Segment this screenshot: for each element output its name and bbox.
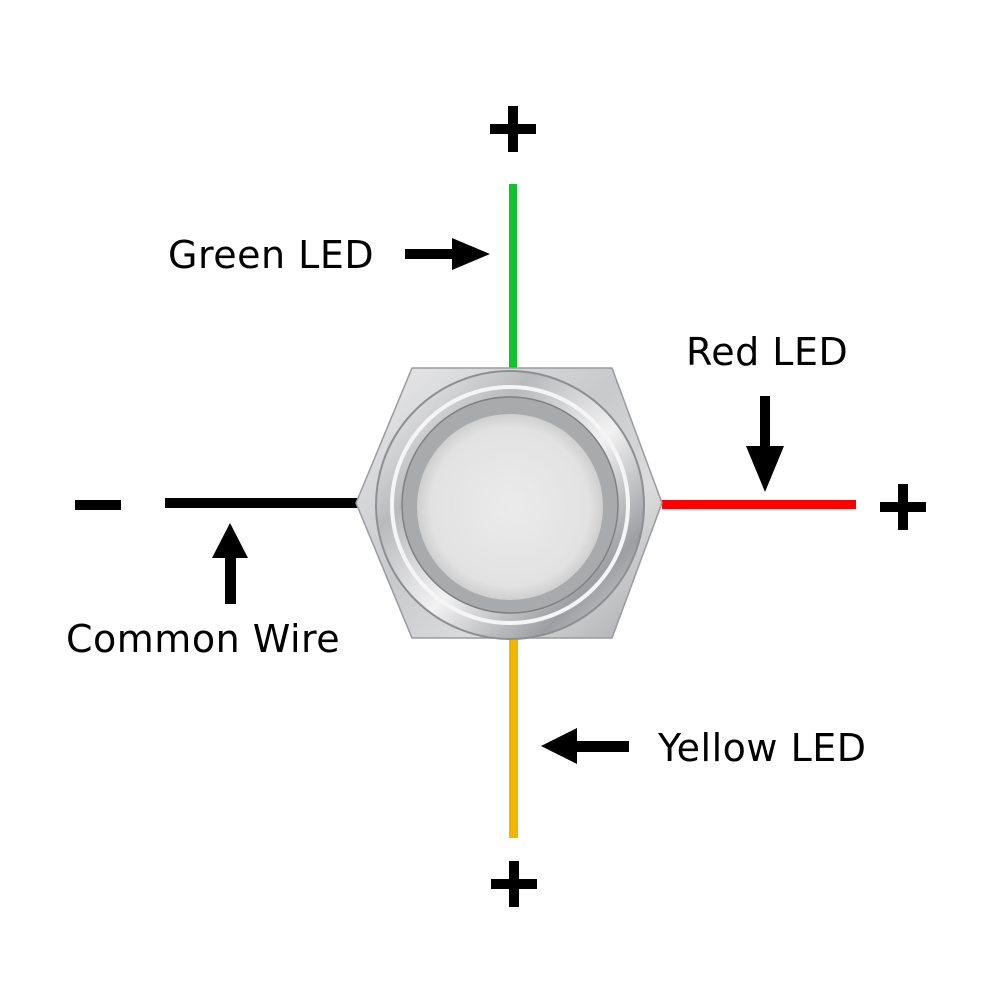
led-lens	[417, 414, 603, 600]
led-push-button	[355, 367, 663, 640]
arrow-right-icon	[405, 238, 490, 270]
arrow-left-icon	[541, 728, 629, 764]
yellow-led-label: Yellow LED	[658, 726, 867, 770]
yellow-wire	[509, 636, 518, 838]
arrow-up-icon	[212, 523, 248, 604]
common-wire-label: Common Wire	[66, 617, 341, 661]
green-led-label: Green LED	[168, 233, 375, 277]
arrow-down-icon	[746, 396, 784, 492]
plus-sign-right	[880, 484, 926, 530]
green-wire	[509, 184, 517, 370]
red-led-label: Red LED	[686, 330, 849, 374]
plus-sign-top	[490, 106, 536, 152]
minus-sign-left	[75, 500, 121, 510]
plus-sign-bottom	[491, 861, 537, 907]
red-wire	[662, 500, 856, 509]
common-wire	[165, 498, 360, 508]
